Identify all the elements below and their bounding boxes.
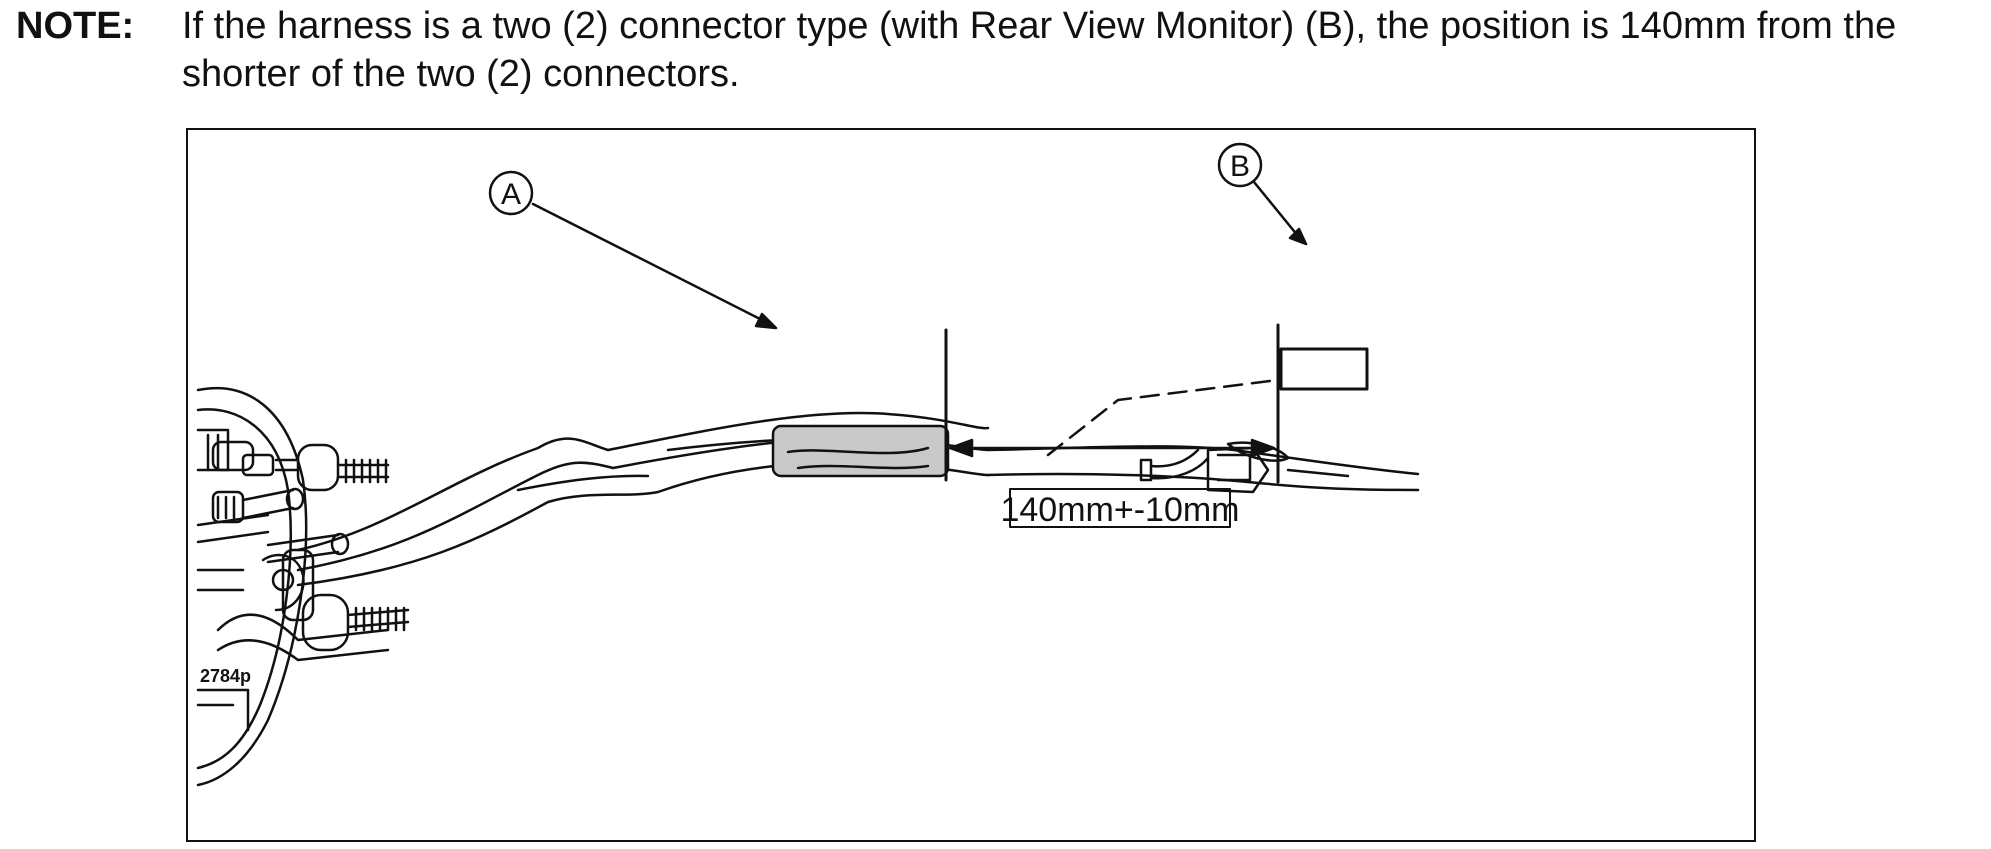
harness-connector-drawing xyxy=(1139,446,1270,494)
connector-housing-drawing xyxy=(196,386,410,787)
callout-b-leader xyxy=(1252,180,1300,238)
dashed-line-to-b xyxy=(1046,378,1280,457)
note-label: NOTE: xyxy=(16,5,135,47)
dimension-label: 140mm+-10mm xyxy=(1000,491,1239,529)
callout-b-label: B xyxy=(1230,150,1250,183)
connector-b-box xyxy=(1279,347,1369,391)
callout-a-label: A xyxy=(501,178,521,211)
callout-b-circle xyxy=(1217,142,1263,188)
dimension-arrow-left xyxy=(948,438,974,458)
harness-drawing: A B 140mm+-10mm 2784p xyxy=(196,142,1420,787)
tape-wrap-a xyxy=(771,424,950,478)
callout-a-circle xyxy=(488,170,534,216)
callout-b-arrowhead xyxy=(1288,227,1308,246)
figure-id: 2784p xyxy=(200,666,251,686)
callout-a-arrowhead xyxy=(754,312,778,330)
note-text: If the harness is a two (2) connector ty… xyxy=(182,5,1897,95)
dimension-arrow-right xyxy=(1250,438,1276,458)
dimension-label-box xyxy=(1009,488,1231,528)
harness-diagram: A B 140mm+-10mm 2784p xyxy=(186,128,1756,842)
callout-a-leader xyxy=(531,202,768,324)
